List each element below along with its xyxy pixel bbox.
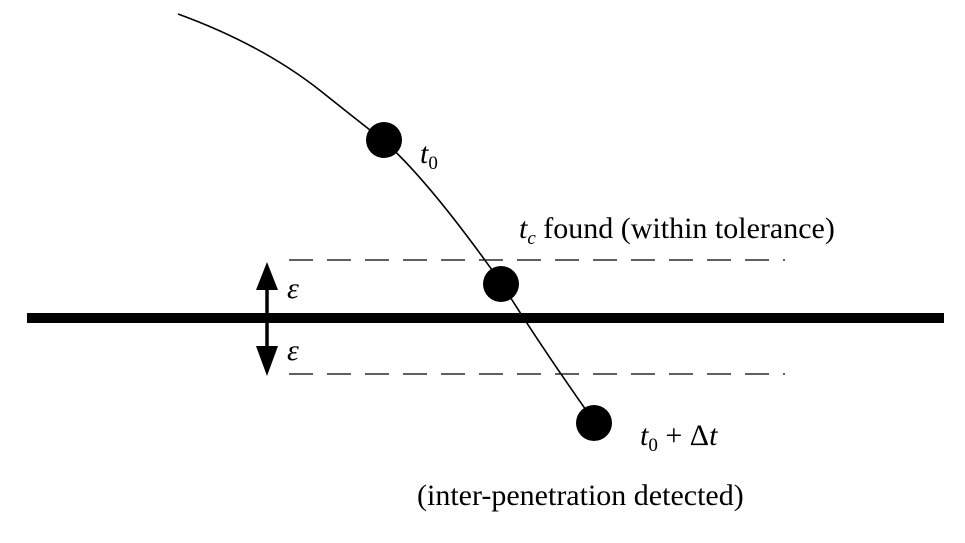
epsilon-upper-label: ε	[287, 272, 299, 305]
interpenetration-note: (inter-penetration detected)	[417, 479, 744, 512]
label-t0-plus-dt: t0 + Δt	[640, 419, 718, 456]
label-t0: t0	[420, 137, 438, 174]
epsilon-up-arrowhead	[256, 262, 278, 290]
trajectory-curve	[177, 13, 594, 421]
position-dot-t0	[366, 122, 402, 158]
epsilon-lower-label: ε	[287, 334, 299, 367]
position-dot-tc	[483, 266, 519, 302]
label-tc-found: tc found (within tolerance)	[519, 212, 835, 249]
position-dot-t0-plus-dt	[576, 405, 612, 441]
epsilon-down-arrowhead	[256, 346, 278, 376]
